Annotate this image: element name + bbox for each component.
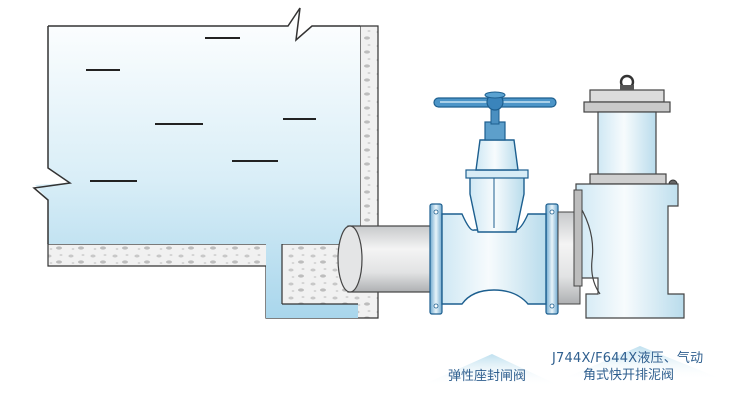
discharge-valve-label-line2: 角式快开排泥阀	[583, 368, 675, 383]
handwheel-icon	[433, 91, 557, 111]
label-mound-discharge	[560, 346, 724, 380]
water-tank	[32, 7, 360, 318]
outlet-pipe	[337, 225, 433, 293]
gate-valve-label: 弹性座封闸阀	[448, 369, 527, 384]
discharge-valve	[573, 74, 685, 319]
discharge-valve-label-line1: J744X/F644X液压、气动	[552, 351, 704, 366]
water-ripples	[86, 37, 316, 182]
lifting-eye-icon	[619, 74, 635, 90]
gate-valve	[429, 91, 559, 315]
label-mound-gate	[420, 354, 560, 386]
